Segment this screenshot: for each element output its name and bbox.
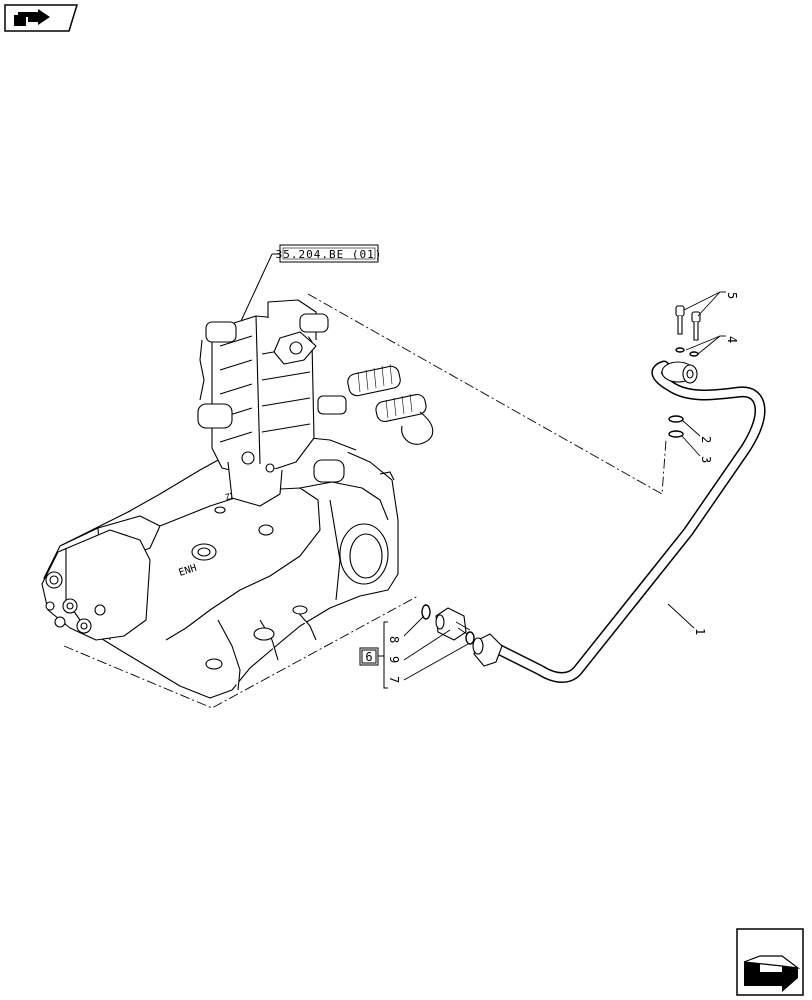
next-page-icon [736,928,804,996]
callout-5: 5 [725,292,739,299]
callout-leaders [403,291,726,681]
dashdot-line-top [307,293,667,495]
kit-bracket [359,621,388,689]
callout-6: 6 [365,650,372,664]
pipe-nut [472,633,503,667]
control-valve-stack [211,299,317,507]
housing-bores [121,506,389,670]
callout-2: 2 [699,436,713,443]
callout-4: 4 [725,336,739,343]
dashdot-line-bottom [63,595,419,709]
callout-1: 1 [693,628,707,635]
reference-label: 35.204.BE (01) [276,248,383,261]
housing-marking: ENH [178,563,199,579]
callout-7: 7 [387,676,401,683]
callout-3: 3 [699,456,713,463]
valve-hoses [199,339,434,481]
reference-label-box: 35.204.BE (01) [276,244,383,263]
valve-marking: ZX5000 [224,486,254,502]
callout-9: 9 [387,656,401,663]
valve-solenoids [197,313,427,483]
back-page-icon [4,4,79,32]
hydraulic-pipe [490,360,766,683]
previous-page-button[interactable] [4,4,79,32]
pipe-banjo-head [661,361,698,384]
seals [421,347,699,645]
bolts [675,305,701,341]
front-pump-block [41,529,151,641]
next-page-button[interactable] [736,928,804,996]
callout-8: 8 [387,636,401,643]
housing-body [43,435,399,699]
adapter-fitting [435,607,471,641]
